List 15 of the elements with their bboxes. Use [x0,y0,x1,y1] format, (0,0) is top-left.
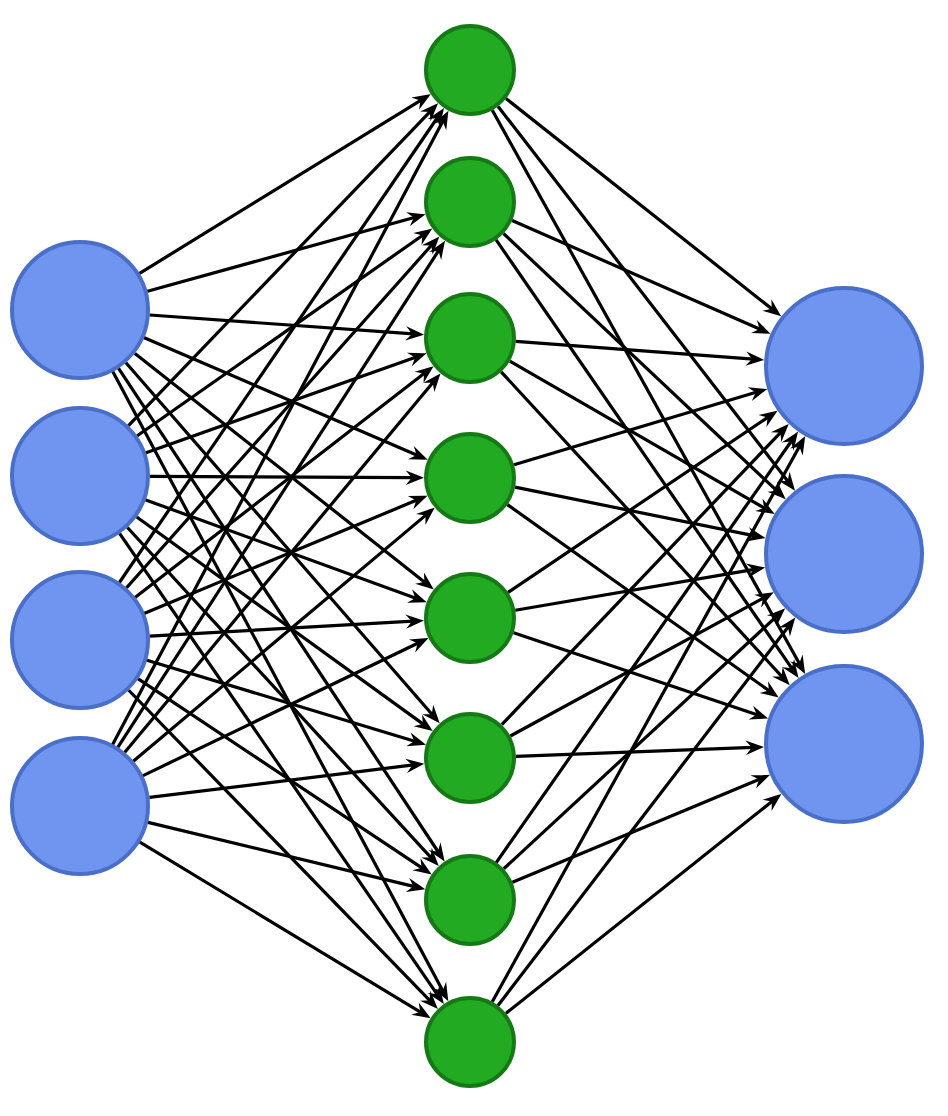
hidden-neuron [424,996,516,1088]
hidden-neuron [424,292,516,384]
hidden-neuron [424,432,516,524]
hidden-neuron [424,712,516,804]
hidden-neuron [424,572,516,664]
output-neuron [764,474,924,634]
output-neuron [764,664,924,824]
hidden-neuron [424,854,516,946]
hidden-neuron [424,156,516,248]
input-neuron [10,406,150,546]
input-neuron [10,240,150,380]
input-neuron [10,736,150,876]
hidden-neuron [424,24,516,116]
output-neuron [764,286,924,446]
input-neuron [10,570,150,710]
